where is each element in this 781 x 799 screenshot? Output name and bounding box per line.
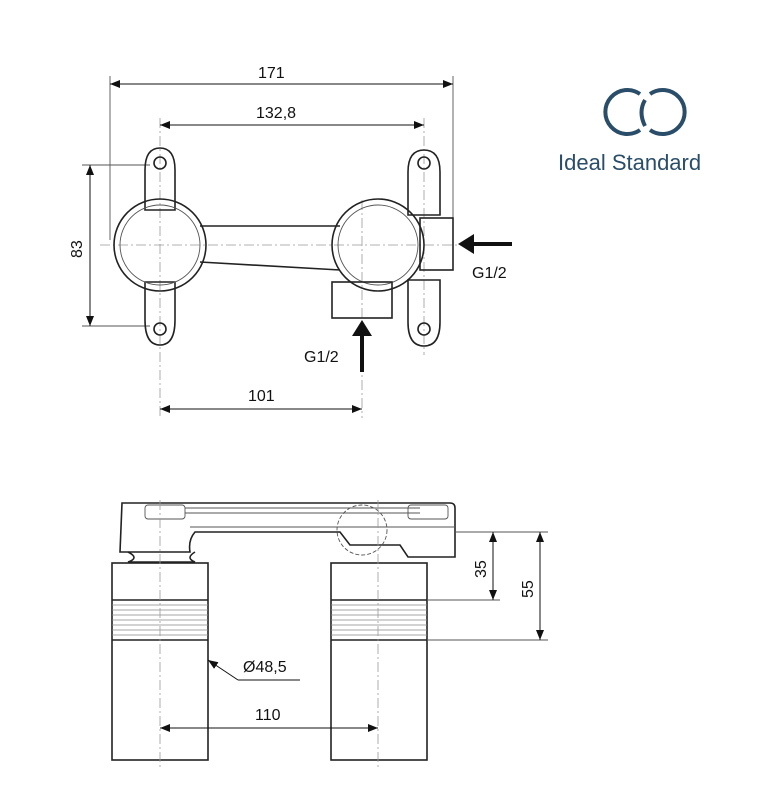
dim-centers-top: 132,8 — [256, 105, 296, 122]
dim-depth-long: 55 — [520, 580, 537, 598]
dim-depth-short: 35 — [473, 560, 490, 578]
left-cylinder — [111, 500, 209, 770]
brand-name: Ideal Standard — [558, 150, 701, 175]
dim-overall-width: 171 — [258, 65, 285, 82]
inlet-bottom-label: G1/2 — [304, 349, 339, 366]
logo-rings-icon — [603, 88, 642, 136]
dim-diameter: Ø48,5 — [243, 659, 287, 676]
top-view: 171 132,8 83 101 G1/2 G1/2 — [69, 65, 512, 418]
dim-centers: 110 — [255, 707, 281, 724]
inlet-side-label: G1/2 — [472, 265, 507, 282]
dim-outlet-offset: 101 — [248, 388, 275, 405]
side-view: 35 55 Ø48,5 110 — [111, 500, 548, 770]
right-cylinder — [330, 500, 428, 770]
dim-height: 83 — [69, 240, 86, 258]
ideal-standard-logo: Ideal Standard — [558, 88, 701, 175]
